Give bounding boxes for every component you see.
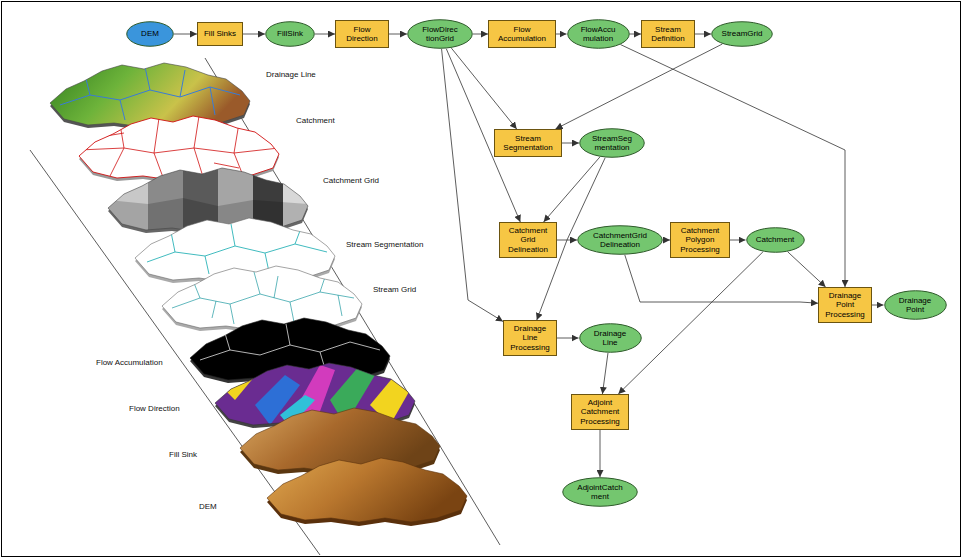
node-label: Flow Direction <box>340 25 384 43</box>
flow-arrow <box>600 430 601 477</box>
node-label: Stream Segmentation <box>499 134 557 152</box>
ellipse-shape <box>127 22 174 47</box>
flow-arrow <box>315 34 335 35</box>
accumulation-lines <box>200 324 380 372</box>
flow-arrow <box>602 353 608 394</box>
flow-arrow <box>625 255 818 303</box>
data-ellipse: DEM <box>126 21 174 47</box>
flow-arrow <box>555 44 722 129</box>
tool-box: Fill Sinks <box>197 22 243 46</box>
node-label: Adjoint Catchment Processing <box>576 398 624 426</box>
tool-box: Drainage Point Processing <box>818 287 872 323</box>
ellipse-shape <box>408 20 473 49</box>
ellipse-shape <box>580 129 645 158</box>
flow-arrow <box>618 252 763 394</box>
layer-label: Drainage Line <box>265 70 317 79</box>
layer-label: Fill Sink <box>168 450 198 459</box>
node-label: Catchment <box>756 235 795 244</box>
data-ellipse: StreamGrid <box>711 21 773 47</box>
node-label: DEM <box>141 29 159 38</box>
node-label: FlowDirec tionGrid <box>418 25 462 43</box>
node-label: CatchmentGrid Delineation <box>590 231 650 249</box>
stream-segments <box>147 224 327 274</box>
data-ellipse: CatchmentGrid Delineation <box>577 225 663 255</box>
node-label: StreamSeg mentation <box>590 134 634 152</box>
node-label: AdjointCatch ment <box>574 483 626 501</box>
layer-surface <box>50 63 250 127</box>
flow-arrow <box>442 49 503 321</box>
node-label: FlowAccu mulation <box>577 25 619 43</box>
ellipse-shape <box>579 324 641 353</box>
node-label: Stream Definition <box>646 25 690 43</box>
flow-arrow <box>788 252 826 287</box>
data-ellipse: FlowDirec tionGrid <box>407 19 473 49</box>
layer-label: DEM <box>198 502 218 511</box>
node-label: Fill Sinks <box>204 29 236 38</box>
data-ellipse: StreamSeg mentation <box>579 128 645 158</box>
layer-label: Stream Segmentation <box>345 240 424 249</box>
tool-box: Catchment Grid Delineation <box>499 222 557 258</box>
node-label: FillSink <box>277 29 303 38</box>
flow-arrow <box>451 48 516 129</box>
flow-arrow <box>473 34 488 35</box>
flow-arrow <box>663 240 670 241</box>
layer-label: Flow Accumulation <box>95 358 164 367</box>
flow-arrow <box>695 34 711 35</box>
layer-surface <box>267 458 467 522</box>
flow-arrow <box>243 34 265 35</box>
flow-arrow <box>730 240 746 241</box>
ellipse-shape <box>266 22 315 47</box>
flow-arrow <box>562 143 579 144</box>
node-label: Drainage Point Processing <box>823 291 867 319</box>
stream-cells <box>172 272 354 324</box>
tool-box: Drainage Line Processing <box>503 320 557 356</box>
flow-arrow <box>630 34 642 35</box>
tool-box: Stream Segmentation <box>494 129 562 157</box>
flow-arrow <box>389 34 407 35</box>
flow-arrow <box>620 45 845 287</box>
node-label: Drainage Point <box>894 296 936 314</box>
data-ellipse: Drainage Point <box>884 290 947 320</box>
layer-label: Flow Direction <box>128 404 181 413</box>
flow-arrow <box>872 305 884 306</box>
flow-arrow <box>556 34 567 35</box>
ellipse-shape <box>567 20 629 49</box>
drainage-lines <box>60 67 240 120</box>
layer-label: Catchment Grid <box>322 176 380 185</box>
tool-box: Catchment Polygon Processing <box>670 222 730 258</box>
tool-box: Flow Accumulation <box>488 20 556 48</box>
node-label: Catchment Grid Delineation <box>504 226 552 254</box>
node-label: Catchment Polygon Processing <box>675 226 725 254</box>
tool-box: Adjoint Catchment Processing <box>571 394 629 430</box>
data-ellipse: Catchment <box>746 227 805 253</box>
dem-layer <box>267 458 467 526</box>
data-ellipse: Drainage Line <box>579 323 642 353</box>
layer-label: Stream Grid <box>372 285 417 294</box>
node-label: StreamGrid <box>722 29 763 38</box>
data-ellipse: FillSink <box>265 21 315 47</box>
data-ellipse: AdjointCatch ment <box>562 477 638 507</box>
flow-arrow <box>557 338 579 339</box>
data-ellipse: FlowAccu mulation <box>567 19 630 49</box>
ellipse-shape <box>578 226 663 255</box>
ellipse-shape <box>884 291 946 320</box>
flow-arrow <box>544 157 600 222</box>
tool-box: Stream Definition <box>641 20 695 48</box>
ellipse-shape <box>746 228 804 253</box>
tool-box: Flow Direction <box>335 20 389 48</box>
flow-arrow <box>174 34 197 35</box>
node-label: Drainage Line <box>589 329 631 347</box>
node-label: Flow Accumulation <box>493 25 551 43</box>
ellipse-shape <box>563 478 638 507</box>
node-label: Drainage Line Processing <box>508 324 552 352</box>
ellipse-shape <box>712 22 773 47</box>
layer-label: Catchment <box>295 116 336 125</box>
